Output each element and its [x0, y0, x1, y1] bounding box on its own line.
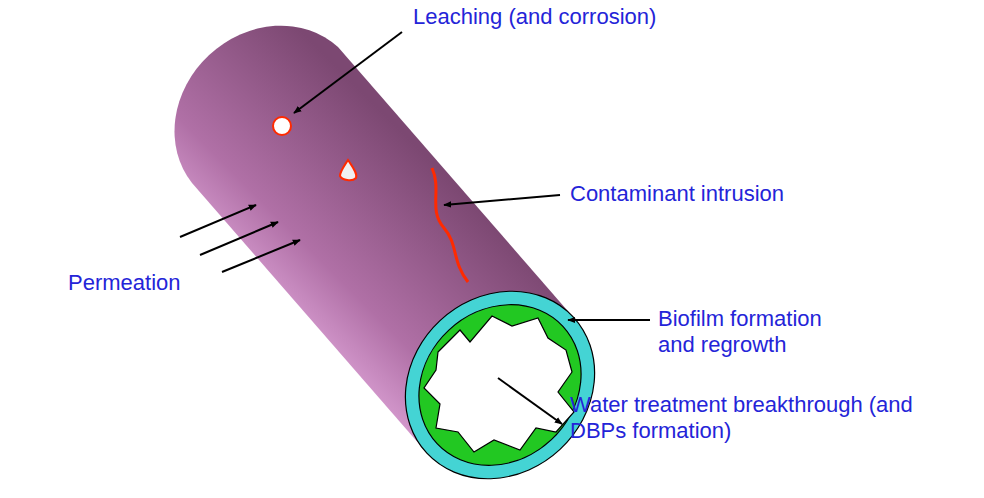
callout-label: Contaminant intrusion — [570, 181, 784, 207]
leader-arrow — [444, 195, 560, 205]
pit-defect — [340, 160, 356, 180]
pipe-bore — [424, 316, 574, 452]
callout-label: Leaching (and corrosion) — [413, 4, 656, 30]
biofilm-layer — [386, 271, 614, 498]
callout-label: Permeation — [68, 270, 181, 296]
pipe-wall-ring — [367, 252, 633, 498]
leach-hole — [273, 117, 291, 135]
crack-line — [432, 168, 468, 282]
leader-arrow — [180, 205, 256, 237]
leader-arrow — [294, 32, 402, 113]
leader-arrow — [200, 222, 278, 255]
leader-arrow — [498, 378, 562, 424]
leader-arrow — [568, 319, 650, 321]
leader-arrow — [222, 240, 300, 272]
callout-label: Water treatment breakthrough (and DBPs f… — [570, 392, 935, 445]
callout-label: Biofilm formation and regrowth — [658, 306, 843, 359]
pipe-body — [175, 26, 573, 453]
